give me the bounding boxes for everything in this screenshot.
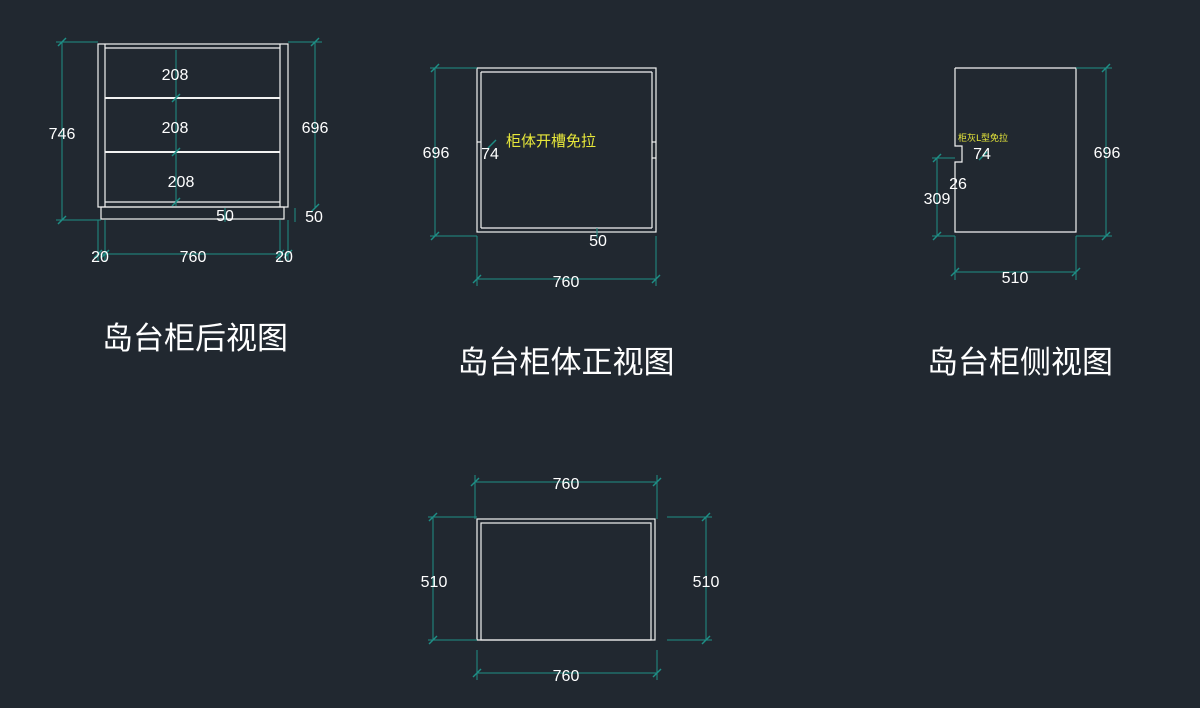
back-dim-side-left: 20 [91, 249, 109, 266]
front-view-title: 岛台柜体正视图 [458, 345, 675, 381]
back-dim-696: 696 [302, 120, 329, 137]
side-view-title: 岛台柜侧视图 [927, 345, 1113, 381]
back-dim-width: 760 [180, 249, 207, 266]
side-dim-696: 696 [1094, 145, 1121, 162]
top-dim-depth-left: 510 [421, 574, 448, 591]
back-dim-side-right: 20 [275, 249, 293, 266]
side-dim-notch: 26 [949, 176, 967, 193]
back-dim-drawer-3: 208 [168, 174, 195, 191]
back-dim-drawer-2: 208 [162, 120, 189, 137]
back-dim-plinth-center: 50 [216, 208, 234, 225]
top-dim-width-top: 760 [553, 476, 580, 493]
back-dim-plinth-right: 50 [305, 209, 323, 226]
front-cabinet-outer [476, 67, 657, 233]
top-view: 760 510 510 760 [421, 475, 720, 685]
side-dim-width: 510 [1002, 270, 1029, 287]
back-dim-drawer-1: 208 [162, 67, 189, 84]
side-view: 柜灰L型免拉 74 26 309 696 510 岛台柜侧视图 [924, 63, 1121, 381]
top-dim-width-bottom: 760 [553, 668, 580, 685]
front-dim-plinth: 50 [589, 233, 607, 250]
front-dim-width: 760 [553, 274, 580, 291]
front-note: 柜体开槽免拉 [506, 132, 596, 150]
back-plinth [100, 206, 285, 220]
back-view-title: 岛台柜后视图 [102, 321, 288, 357]
front-dim-groove: 74 [481, 146, 499, 163]
side-dim-309: 309 [924, 191, 951, 208]
back-view: 746 696 208 208 208 50 50 20 760 20 岛台柜后… [49, 37, 329, 357]
top-dim-depth-right: 510 [693, 574, 720, 591]
back-dim-746: 746 [49, 126, 76, 143]
front-view: 696 74 柜体开槽免拉 50 760 岛台柜体正视图 [423, 63, 675, 381]
top-cabinet-outer [476, 518, 656, 641]
side-dim-groove: 74 [973, 146, 991, 163]
front-dim-696: 696 [423, 145, 450, 162]
top-cabinet-inner [480, 522, 652, 641]
side-note: 柜灰L型免拉 [958, 132, 1008, 144]
side-cabinet-outline [954, 67, 1077, 233]
